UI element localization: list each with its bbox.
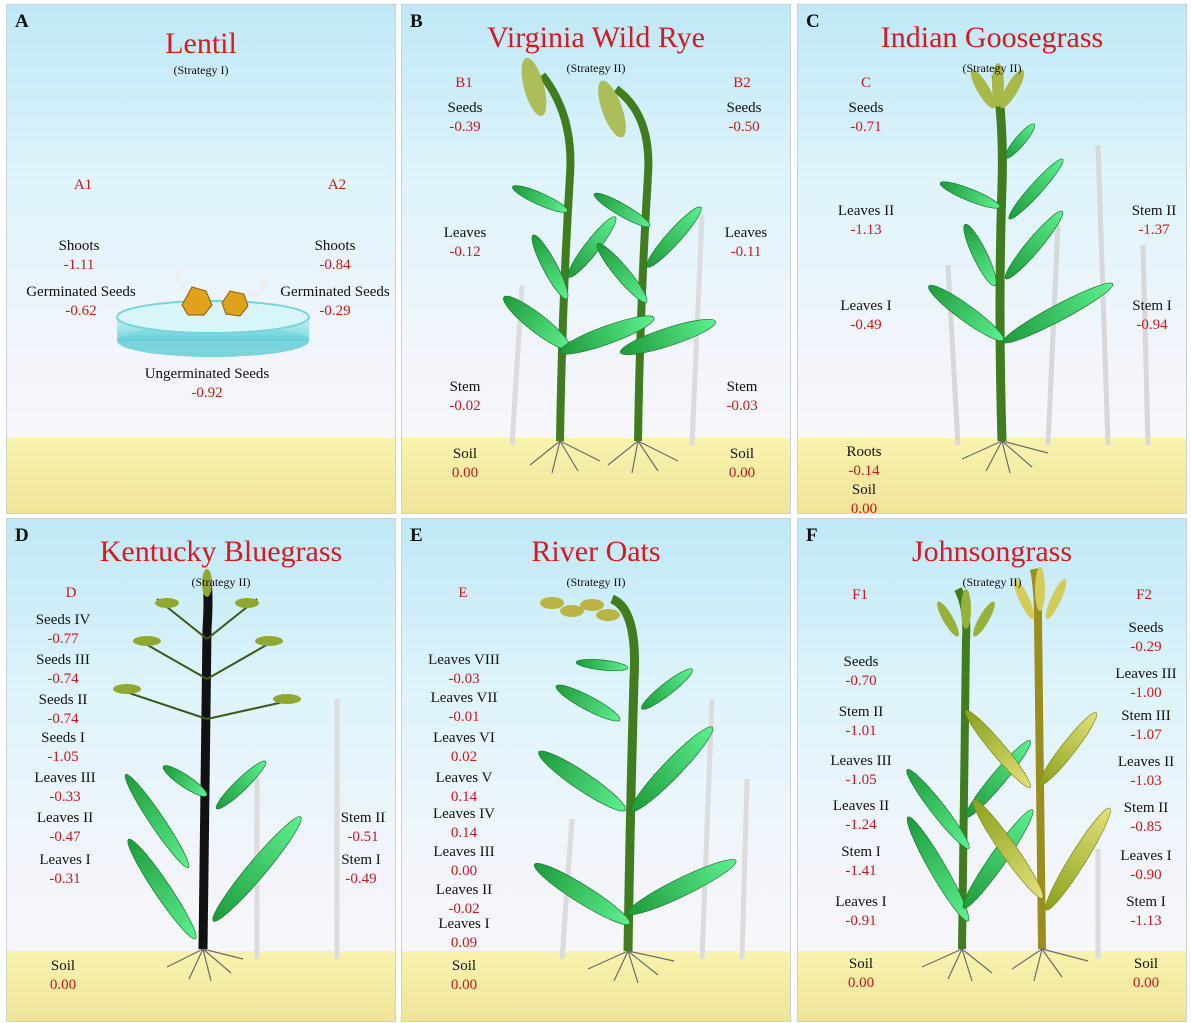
panel-johnsongrass: F Johnsongrass (Strategy II) F1 F2 Seeds… <box>797 518 1187 1022</box>
label-leaves-ii-f1: Leaves II-1.24 <box>833 797 889 835</box>
label-stem-ii-f1: Stem II-1.01 <box>839 703 884 741</box>
panel-title: Lentil <box>7 27 395 61</box>
panel-indian-goosegrass: C Indian Goosegrass (Strategy II) C Seed… <box>797 4 1187 514</box>
label-stem-i: Stem I-0.49 <box>341 851 381 889</box>
label-stem-b1: Stem-0.02 <box>449 378 480 416</box>
label-roots: Roots-0.14 <box>846 443 881 481</box>
panel-title: Johnsongrass <box>798 535 1186 569</box>
panel-virginia-wild-rye: B Virginia Wild Rye (Strategy II) B1 B2 … <box>401 4 791 514</box>
label-seeds: Seeds-0.71 <box>849 99 884 137</box>
label-leaves-b2: Leaves-0.11 <box>725 224 767 262</box>
strategy-label: (Strategy I) <box>7 63 395 78</box>
label-seeds-iv: Seeds IV-0.77 <box>36 611 91 649</box>
tag-a2: A2 <box>328 177 346 194</box>
label-leaves-iii: Leaves III-0.33 <box>34 769 95 807</box>
label-stem-i: Stem I-0.94 <box>1132 297 1172 335</box>
label-leaves-iii-f2: Leaves III-1.00 <box>1115 665 1176 703</box>
label-seeds-i: Seeds I-1.05 <box>41 729 85 767</box>
label-stem-i-f2: Stem I-1.13 <box>1126 893 1166 931</box>
label-seeds-b2: Seeds-0.50 <box>727 99 762 137</box>
label-leaves-i: Leaves I-0.49 <box>840 297 891 335</box>
tag-a1: A1 <box>74 177 92 194</box>
panel-kentucky-bluegrass: D Kentucky Bluegrass (Strategy II) D See… <box>6 518 396 1022</box>
label-leaves-b1: Leaves-0.12 <box>444 224 486 262</box>
panel-title: Indian Goosegrass <box>798 21 1186 55</box>
label-stem-i-f1: Stem I-1.41 <box>841 843 881 881</box>
panel-river-oats: E River Oats (Strategy II) E Leaves VIII… <box>401 518 791 1022</box>
panel-title: Virginia Wild Rye <box>402 21 790 55</box>
label-seeds-f2: Seeds-0.29 <box>1129 619 1164 657</box>
strategy-label: (Strategy II) <box>402 61 790 76</box>
label-leaves-iii-f1: Leaves III-1.05 <box>830 752 891 790</box>
panel-letter: D <box>15 525 29 547</box>
label-seeds-b1: Seeds-0.39 <box>448 99 483 137</box>
label-germinated-seeds-a1: Germinated Seeds-0.62 <box>26 283 136 321</box>
label-germinated-seeds-a2: Germinated Seeds-0.29 <box>280 283 390 321</box>
tag-b2: B2 <box>733 75 751 92</box>
tag-f2: F2 <box>1136 587 1152 604</box>
label-ungerminated-seeds: Ungerminated Seeds-0.92 <box>145 365 270 403</box>
tag-e: E <box>458 585 467 602</box>
label-stem-ii-f2: Stem II-0.85 <box>1124 799 1169 837</box>
plant-illustration <box>798 5 1186 513</box>
label-leaves-ii: Leaves II-1.13 <box>838 202 894 240</box>
label-leaves-ii: Leaves II-0.47 <box>37 809 93 847</box>
label-stem-ii: Stem II-1.37 <box>1132 202 1177 240</box>
label-seeds-ii: Seeds II-0.74 <box>39 691 88 729</box>
label-leaves-viii: Leaves VIII-0.03 <box>428 651 500 689</box>
label-leaves-i-f2: Leaves I-0.90 <box>1120 847 1171 885</box>
label-leaves-vii: Leaves VII-0.01 <box>431 689 498 727</box>
panel-lentil: A Lentil (Strategy I) A1 A2 Shoots-1.11 … <box>6 4 396 514</box>
panel-title: River Oats <box>402 535 790 569</box>
label-leaves-i-f1: Leaves I-0.91 <box>835 893 886 931</box>
label-stem-b2: Stem-0.03 <box>726 378 757 416</box>
tag-c: C <box>861 75 871 92</box>
tag-b1: B1 <box>455 75 473 92</box>
strategy-label: (Strategy II) <box>47 575 395 590</box>
panel-title: Kentucky Bluegrass <box>47 535 395 569</box>
label-stem-ii: Stem II-0.51 <box>341 809 386 847</box>
label-leaves-i: Leaves I-0.31 <box>39 851 90 889</box>
label-leaves-ii: Leaves II-0.02 <box>436 881 492 919</box>
label-stem-iii-f2: Stem III-1.07 <box>1121 707 1171 745</box>
label-seeds-f1: Seeds-0.70 <box>844 653 879 691</box>
strategy-label: (Strategy II) <box>798 61 1186 76</box>
label-shoots-a2: Shoots-0.84 <box>315 237 356 275</box>
label-seeds-iii: Seeds III-0.74 <box>36 651 90 689</box>
tag-d: D <box>66 585 77 602</box>
label-leaves-ii-f2: Leaves II-1.03 <box>1118 753 1174 791</box>
label-shoots-a1: Shoots-1.11 <box>59 237 100 275</box>
tag-f1: F1 <box>852 587 868 604</box>
